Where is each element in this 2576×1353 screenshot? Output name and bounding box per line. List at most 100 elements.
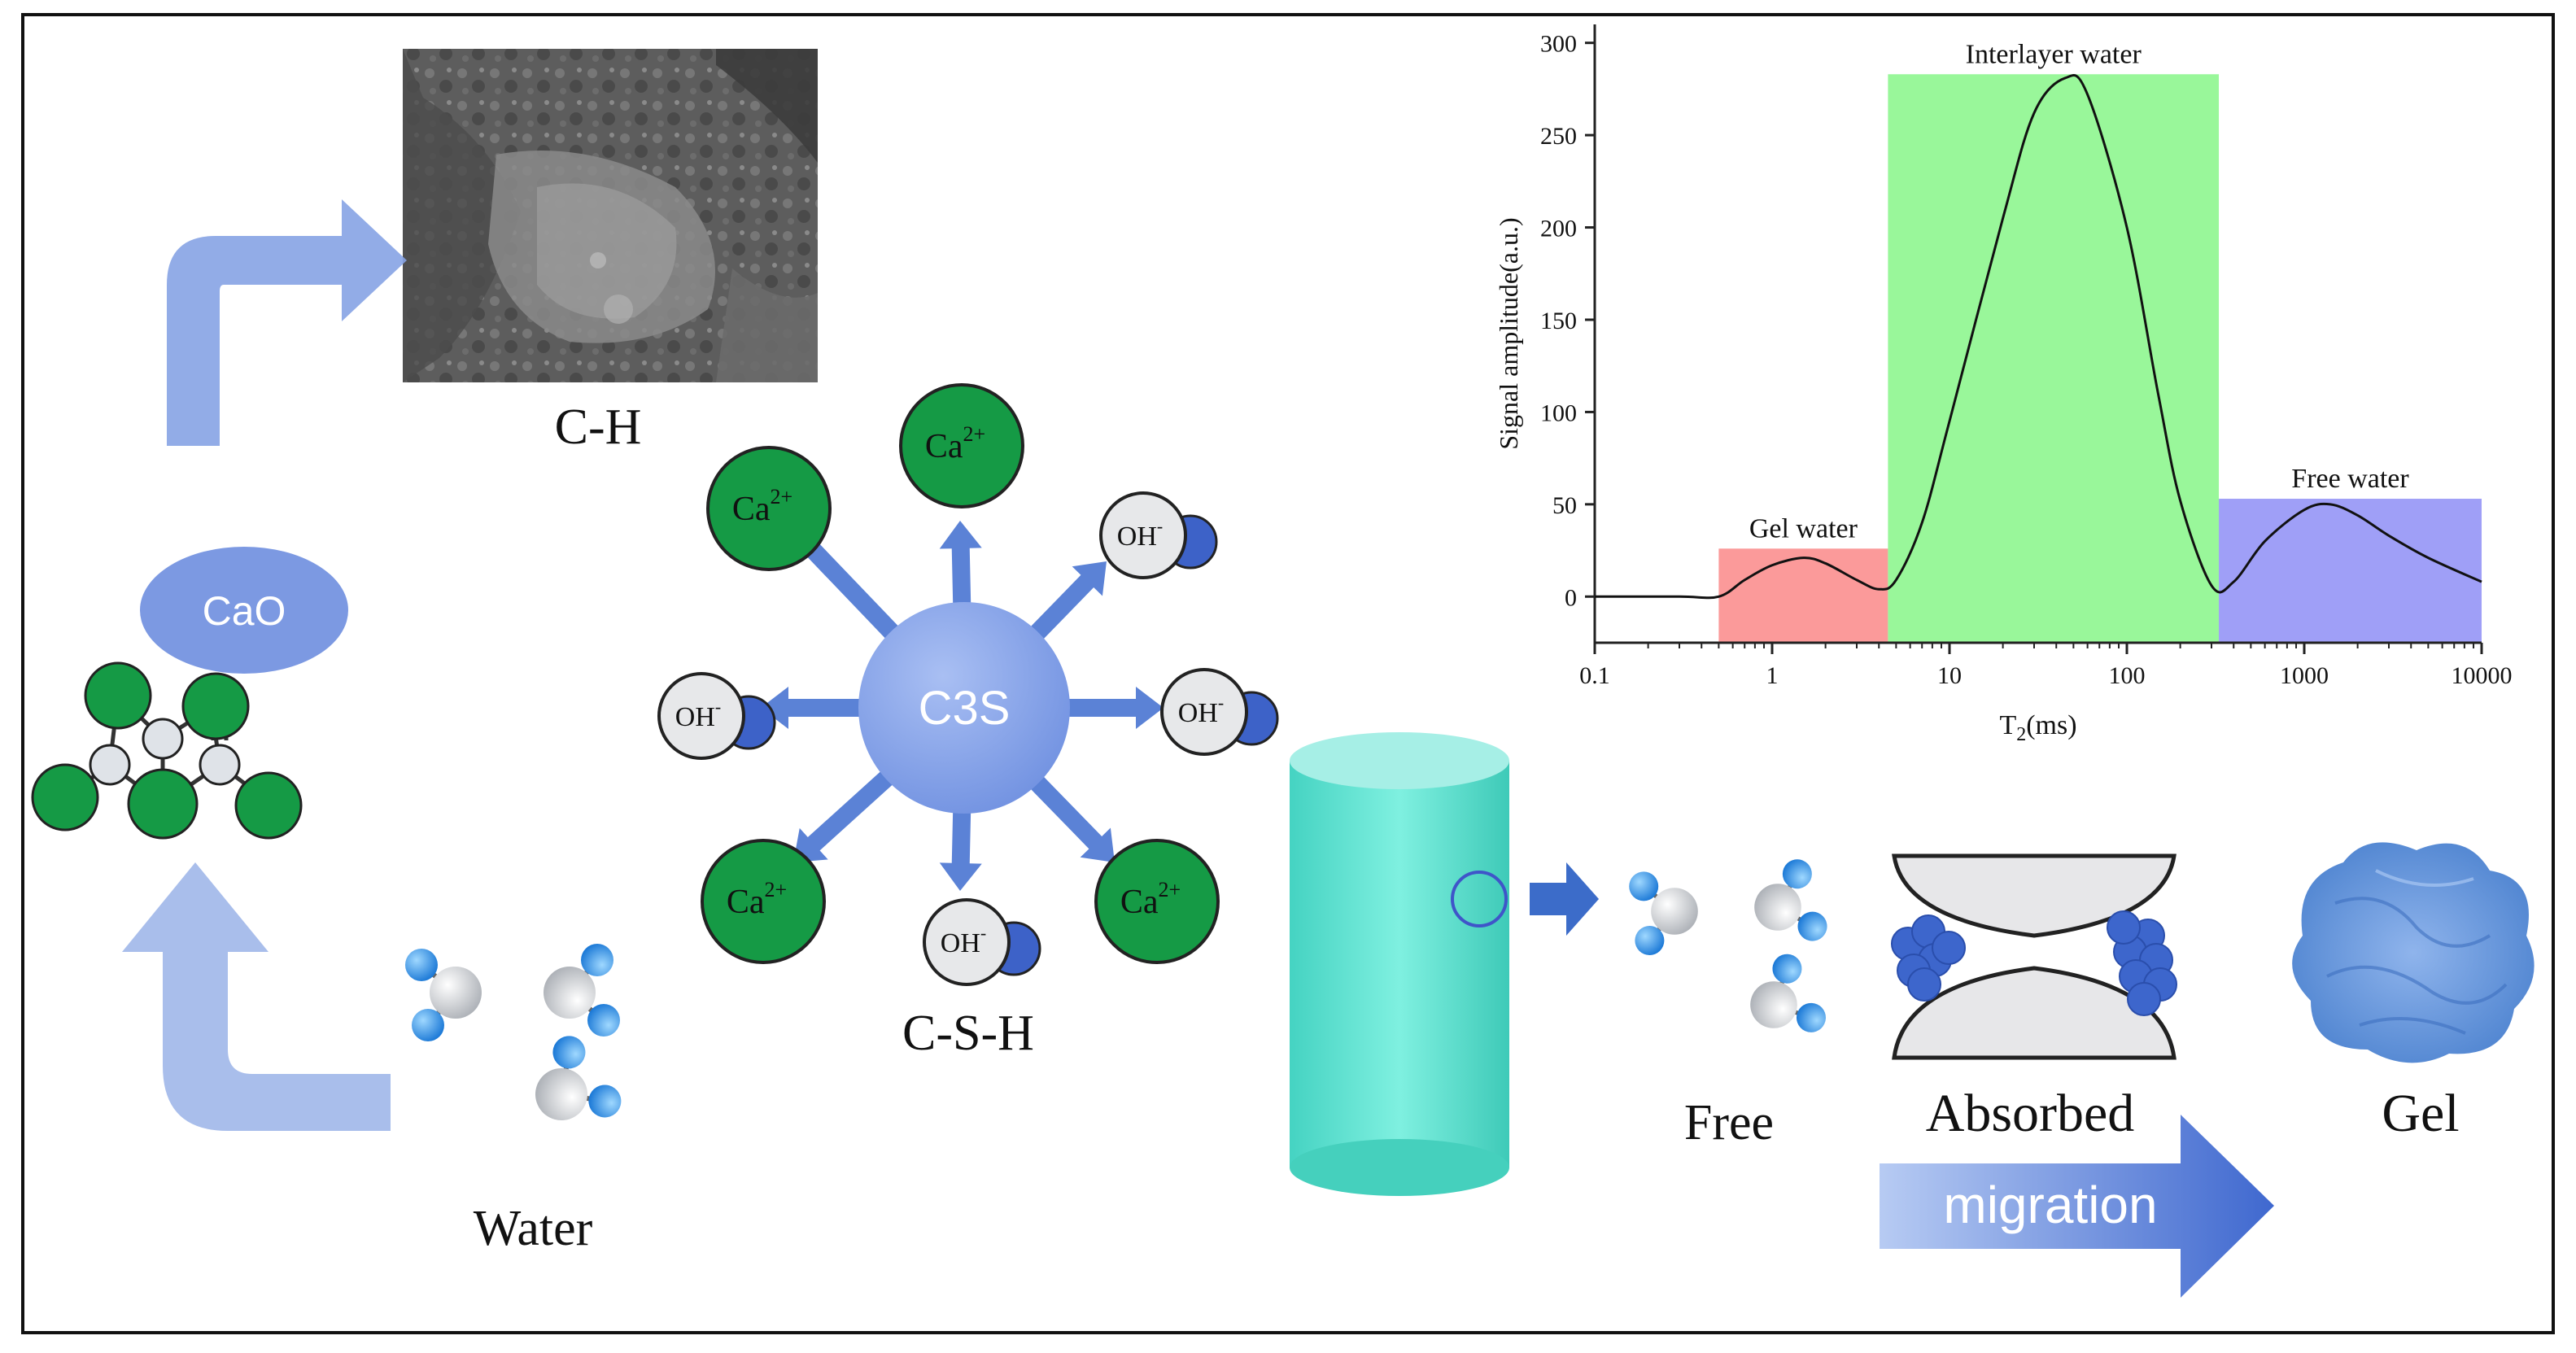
- ca-ion-charge: 2+: [963, 422, 985, 446]
- curved-arrow-to-cao: [122, 862, 391, 1131]
- absorbed-ball: [1932, 931, 1966, 965]
- y-axis-label: Signal amplitude(a.u.): [1494, 217, 1523, 449]
- x-tick-label: 0.1: [1579, 662, 1610, 689]
- pore-cylinder: [1290, 732, 1509, 1196]
- y-tick-label: 200: [1540, 216, 1577, 242]
- hydrogen-atom: [1629, 871, 1659, 901]
- ch-label: C-H: [555, 399, 642, 455]
- dissolution-arrow: [761, 687, 862, 729]
- y-tick-label: 300: [1540, 31, 1577, 58]
- outer-frame: [21, 13, 2555, 1334]
- signal-curve: [1595, 74, 2482, 600]
- free-label: Free: [1684, 1095, 1774, 1150]
- hydrogen-atom: [1796, 1002, 1826, 1032]
- absorbed-ball: [2127, 982, 2161, 1016]
- dissolution-arrow: [1028, 774, 1116, 863]
- svg-text:Ca2+: Ca2+: [1120, 878, 1181, 921]
- hydrogen-atom: [588, 1085, 622, 1118]
- region-band-1: [1888, 74, 2220, 644]
- cao-label: CaO: [203, 588, 286, 634]
- oh-ion-base: OH: [1178, 698, 1218, 728]
- region-band-0: [1718, 548, 1888, 643]
- x-tick-label: 100: [2109, 662, 2146, 689]
- absorbed-ball: [1907, 967, 1941, 1002]
- hydrogen-atom: [405, 949, 438, 981]
- y-tick-label: 150: [1540, 308, 1577, 334]
- hydrogen-atom: [412, 1009, 444, 1041]
- cao-ellipse: [140, 547, 348, 674]
- gel-label: Gel: [2382, 1084, 2459, 1143]
- cylinder-highlight-circle: [1451, 871, 1508, 927]
- x-axis-label-sub: 2: [2016, 724, 2026, 745]
- ca-ion-base: Ca: [1120, 884, 1159, 921]
- dissolution-arrow: [939, 521, 982, 607]
- ca-ion: Ca2+: [706, 446, 832, 571]
- y-tick-label: 100: [1540, 399, 1577, 426]
- dissolution-arrow: [939, 809, 982, 892]
- oxygen-atom: [1750, 981, 1797, 1028]
- ca-ion: Ca2+: [1094, 839, 1220, 964]
- ca-ion-charge: 2+: [764, 878, 787, 901]
- water-molecule: [1629, 871, 1698, 955]
- arrow-to-free: [1530, 862, 1599, 936]
- cao-atoms: [31, 661, 303, 840]
- oh-ion-charge: -: [1157, 516, 1163, 536]
- svg-text:Ca2+: Ca2+: [727, 878, 787, 921]
- oxygen-atom: [1754, 884, 1801, 931]
- hydrogen-atom: [552, 1036, 586, 1069]
- region-band-2: [2219, 499, 2482, 643]
- oh-ion-charge: -: [980, 923, 986, 943]
- oh-ion-base: OH: [941, 928, 980, 958]
- dissolution-arrow: [1028, 561, 1107, 642]
- x-tick-label: 10: [1937, 662, 1962, 689]
- water-label: Water: [474, 1201, 593, 1256]
- hydrogen-atom: [1782, 859, 1812, 889]
- oh-ion: OH-: [923, 898, 1041, 986]
- migration-label: migration: [1943, 1176, 2157, 1234]
- ca-ion-charge: 2+: [1158, 878, 1181, 901]
- hydrogen-atom: [1635, 926, 1665, 955]
- oxygen-atom: [535, 1068, 587, 1120]
- x-tick-label: 1000: [2280, 662, 2329, 689]
- water-molecules-free: [1629, 859, 1827, 1032]
- region-label-1: Interlayer water: [1966, 39, 2142, 69]
- oh-ion-base: OH: [675, 702, 715, 732]
- oxygen-atom: [430, 967, 482, 1019]
- x-tick-label: 10000: [2452, 662, 2513, 689]
- hydrogen-atom: [1797, 911, 1827, 941]
- sem-image: [403, 49, 818, 382]
- gel-blob: [2292, 842, 2535, 1063]
- x-axis-label-unit: (ms): [2026, 710, 2076, 740]
- svg-text:OH-: OH-: [941, 923, 986, 958]
- absorbed-plates: [1892, 853, 2177, 1060]
- dissolution-arrow: [1066, 687, 1164, 729]
- curved-arrow-to-ch: [167, 199, 407, 446]
- x-axis-label-base: T: [1999, 710, 2016, 740]
- region-label-2: Free water: [2291, 464, 2409, 494]
- water-molecule: [405, 949, 482, 1041]
- dissolution-arrow: [792, 769, 895, 862]
- absorbed-molecules: [1891, 910, 2177, 1016]
- hydrogen-atom: [587, 1004, 620, 1037]
- x-axis-label: T2(ms): [1999, 710, 2076, 745]
- ca-ion-base: Ca: [732, 491, 771, 528]
- water-molecules-left: [405, 944, 622, 1120]
- svg-text:OH-: OH-: [1178, 692, 1224, 728]
- hydrogen-atom: [1772, 954, 1802, 984]
- water-molecule: [544, 944, 620, 1037]
- ca-ion-charge: 2+: [770, 485, 792, 508]
- ca-ion-base: Ca: [925, 428, 963, 465]
- y-tick-label: 250: [1540, 123, 1577, 150]
- oh-ion-base: OH: [1117, 522, 1157, 552]
- oh-ion-charge: -: [715, 696, 721, 717]
- svg-text:Ca2+: Ca2+: [925, 422, 985, 465]
- oh-ion: OH-: [1099, 491, 1218, 579]
- oh-ion: OH-: [1160, 668, 1279, 756]
- hydrogen-atom: [581, 944, 613, 976]
- y-tick-label: 50: [1552, 492, 1577, 519]
- c3s-label: C3S: [919, 682, 1011, 735]
